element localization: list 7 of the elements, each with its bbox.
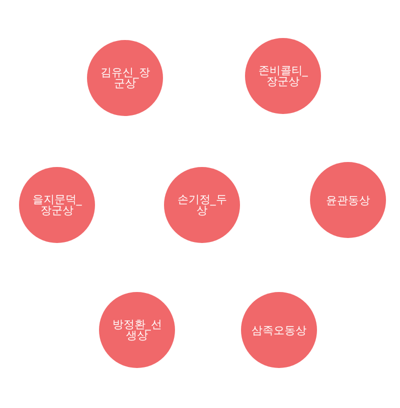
node-label: 김유신_장군상 bbox=[99, 67, 151, 89]
node-label: 방정환_선생상 bbox=[111, 319, 163, 341]
node-label: 존비콜티_장군상 bbox=[257, 65, 309, 87]
node-label: 을지문덕_장군상 bbox=[31, 194, 83, 216]
node-label: 손기정_두상 bbox=[176, 194, 228, 216]
node-label: 윤관동상 bbox=[325, 194, 371, 206]
node-label: 삼족오동상 bbox=[250, 324, 308, 336]
